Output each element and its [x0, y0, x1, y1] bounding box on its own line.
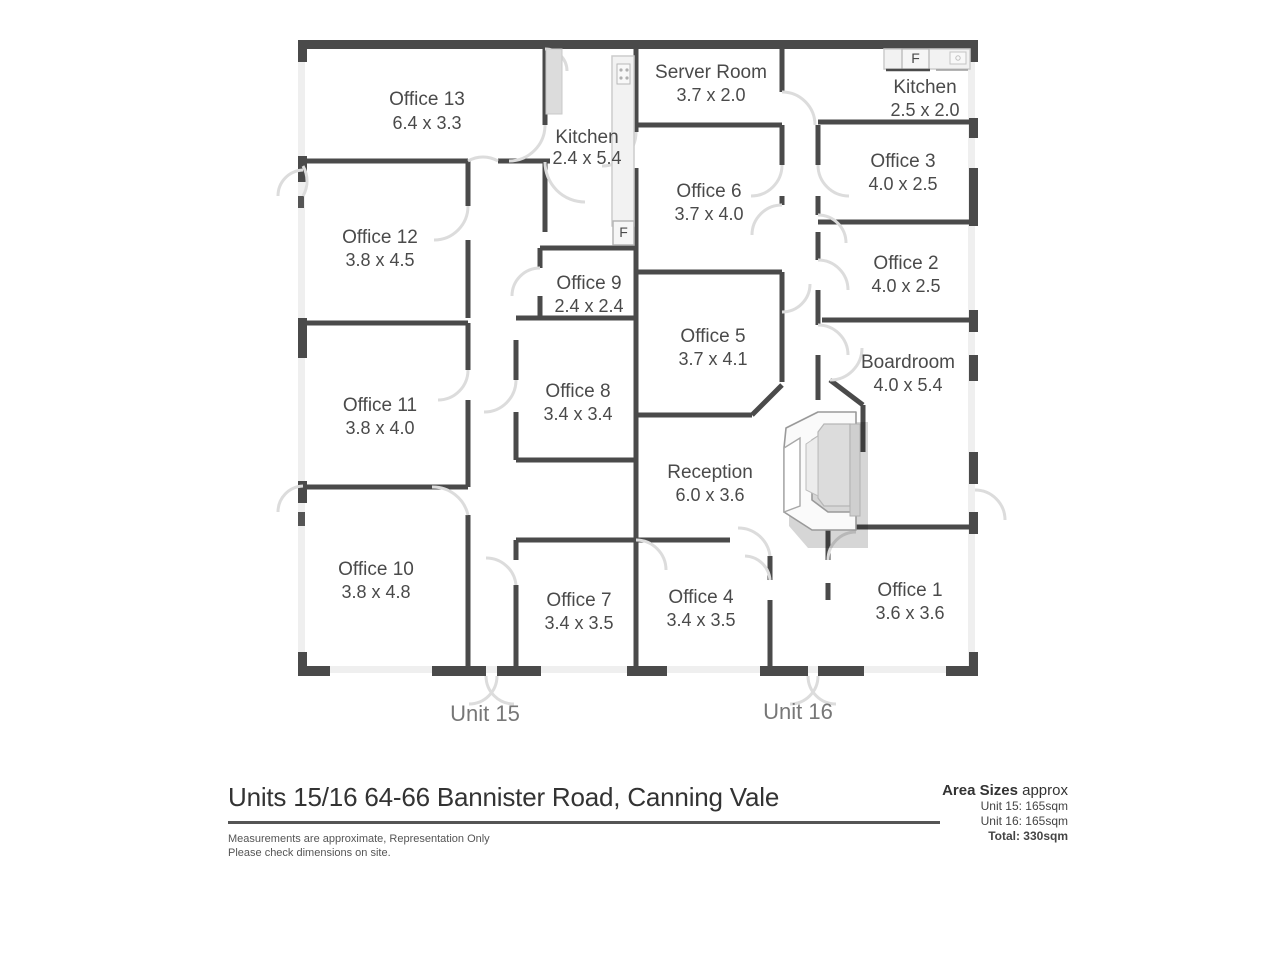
room-dim-office-4: 3.4 x 3.5 [666, 610, 735, 630]
area-line-total: Total: 330sqm [988, 829, 1068, 843]
unit-label-16: Unit 16 [763, 699, 833, 724]
room-label-reception: Reception [667, 462, 753, 483]
room-label-office-6: Office 6 [676, 181, 741, 202]
room-label-office-5: Office 5 [680, 326, 745, 347]
area-summary-heading-bold: Area Sizes [942, 782, 1018, 799]
room-dim-office-6: 3.7 x 4.0 [674, 204, 743, 224]
room-label-office-9: Office 9 [556, 273, 621, 294]
disclaimer: Measurements are approximate, Representa… [228, 832, 940, 860]
disclaimer-line-1: Measurements are approximate, Representa… [228, 833, 490, 845]
room-dim-office-10: 3.8 x 4.8 [341, 582, 410, 602]
floor-plan-drawing: F F [276, 40, 1007, 726]
room-label-office-2: Office 2 [873, 253, 938, 274]
unit-labels: Unit 15 Unit 16 [450, 699, 833, 726]
disclaimer-line-2: Please check dimensions on site. [228, 847, 391, 859]
room-label-kitchen-16: Kitchen [893, 77, 956, 98]
area-summary-heading: Area Sizes approx [868, 782, 1068, 799]
room-label-office-13: Office 13 [389, 89, 465, 110]
title-block: Units 15/16 64-66 Bannister Road, Cannin… [228, 782, 940, 860]
room-dim-office-3: 4.0 x 2.5 [868, 174, 937, 194]
area-summary: Area Sizes approx Unit 15: 165sqm Unit 1… [868, 782, 1068, 844]
room-dim-kitchen-16: 2.5 x 2.0 [890, 100, 959, 120]
room-label-office-1: Office 1 [877, 580, 942, 601]
room-label-office-11: Office 11 [343, 395, 417, 416]
floor-plan-svg: F F [276, 40, 1007, 726]
room-dim-office-12: 3.8 x 4.5 [345, 250, 414, 270]
room-label-office-12: Office 12 [342, 227, 418, 248]
room-dim-boardroom: 4.0 x 5.4 [873, 375, 942, 395]
room-label-office-10: Office 10 [338, 559, 414, 580]
room-label-office-4: Office 4 [668, 587, 734, 608]
room-label-office-8: Office 8 [545, 381, 610, 402]
room-dim-office-5: 3.7 x 4.1 [678, 349, 747, 369]
room-dim-office-2: 4.0 x 2.5 [871, 276, 940, 296]
room-labels: Office 13 6.4 x 3.3 Kitchen 2.4 x 5.4 Se… [338, 62, 959, 633]
room-dim-office-11: 3.8 x 4.0 [345, 418, 414, 438]
fridge-letter-main: F [619, 224, 628, 240]
door-swing-arcs [276, 47, 1007, 706]
internal-partitions [303, 49, 972, 670]
room-label-boardroom: Boardroom [861, 352, 955, 373]
room-dim-office-1: 3.6 x 3.6 [875, 603, 944, 623]
room-dim-reception: 6.0 x 3.6 [675, 485, 744, 505]
kitchen-fixtures: F F [545, 48, 971, 246]
room-dim-server-room: 3.7 x 2.0 [676, 85, 745, 105]
room-label-server-room: Server Room [655, 62, 767, 83]
room-dim-office-13: 6.4 x 3.3 [392, 113, 461, 133]
exterior-walls [298, 40, 978, 676]
area-line-unit-15: Unit 15: 165sqm [980, 799, 1068, 813]
room-label-office-7: Office 7 [546, 590, 611, 611]
reception-desk-3d [783, 411, 868, 548]
fridge-letter-kitchen16: F [911, 50, 920, 66]
plan-footer: Units 15/16 64-66 Bannister Road, Cannin… [0, 760, 1280, 960]
area-line-unit-16: Unit 16: 165sqm [980, 814, 1068, 828]
room-dim-kitchen-main: 2.4 x 5.4 [552, 148, 621, 168]
room-dim-office-8: 3.4 x 3.4 [543, 404, 612, 424]
page-title: Units 15/16 64-66 Bannister Road, Cannin… [228, 782, 780, 812]
room-label-office-3: Office 3 [870, 151, 935, 172]
room-dim-office-9: 2.4 x 2.4 [554, 296, 623, 316]
room-label-kitchen-main: Kitchen [555, 127, 618, 148]
title-divider [228, 821, 940, 824]
area-summary-heading-light: approx [1017, 782, 1068, 799]
room-dim-office-7: 3.4 x 3.5 [544, 613, 613, 633]
unit-label-15: Unit 15 [450, 701, 520, 726]
